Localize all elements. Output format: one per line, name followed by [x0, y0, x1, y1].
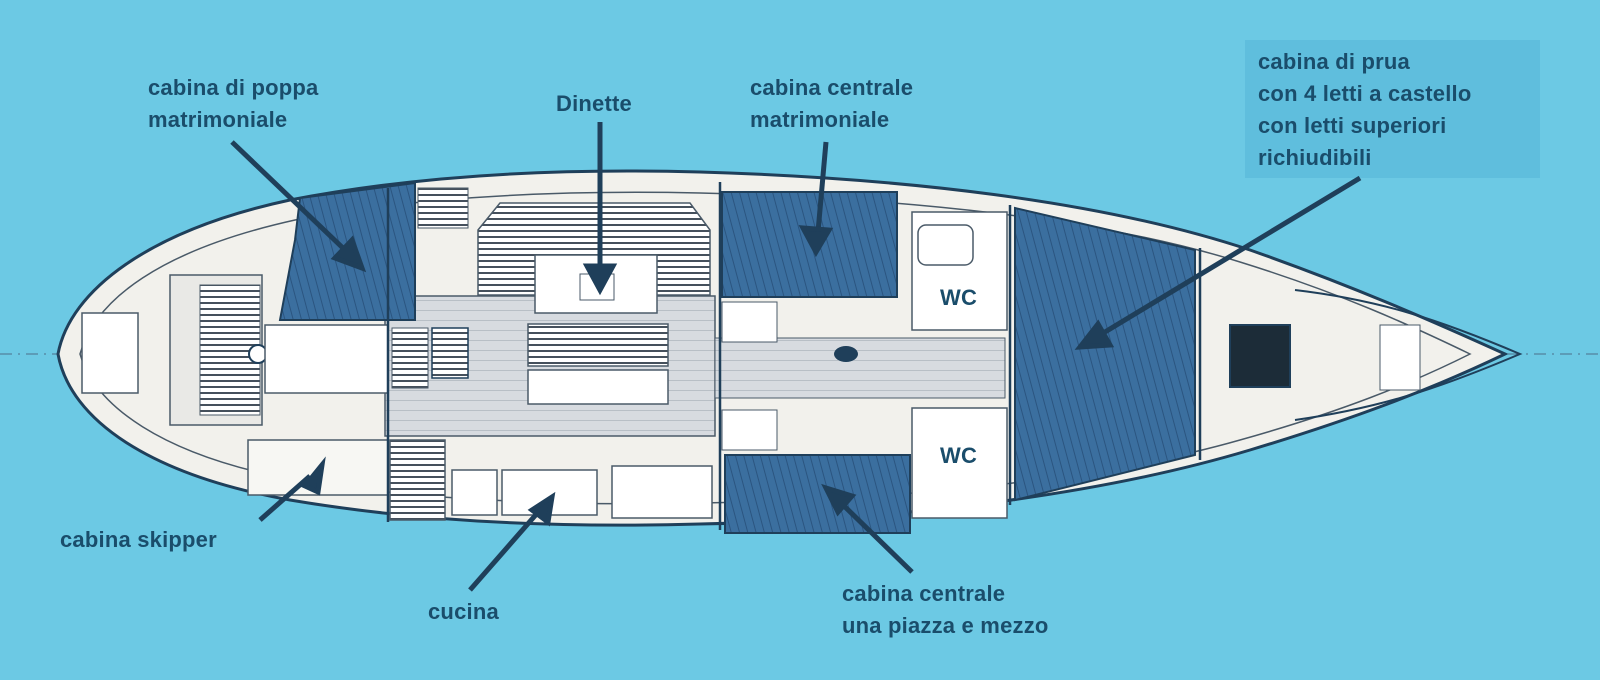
stern-hatch — [81, 312, 139, 394]
arrow-stern-cabin-head — [330, 235, 367, 273]
label-dinette-text: Dinette — [556, 91, 632, 116]
wc-top-basin — [917, 224, 974, 266]
arrow-central-single — [838, 500, 914, 574]
bow-cabin-bunks — [1014, 206, 1196, 502]
central-cabin-top-locker — [721, 301, 778, 343]
arrow-dinette-head — [582, 263, 618, 296]
arrow-central-double — [815, 141, 829, 233]
bow-label-background — [1245, 40, 1540, 178]
label-bow-cabin: cabina di prua con 4 letti a castello co… — [1258, 46, 1471, 174]
label-dinette: Dinette — [556, 88, 632, 120]
galley-stove — [451, 469, 498, 516]
label-wc-top-text: WC — [940, 285, 978, 310]
label-central-cabin-double-line-1: cabina centrale — [750, 75, 914, 100]
label-stern-cabin-line-1: cabina di poppa — [148, 75, 319, 100]
arrow-central-single-head — [821, 483, 857, 517]
label-bow-cabin-line-1: cabina di prua — [1258, 49, 1410, 74]
galley-storage — [611, 465, 713, 519]
label-central-cabin-double: cabina centrale matrimoniale — [750, 72, 913, 136]
arrow-skipper-head — [301, 456, 326, 496]
arrow-galley — [468, 508, 542, 592]
arrow-skipper — [258, 474, 312, 522]
bow-pulpit — [1294, 289, 1523, 421]
label-bow-cabin-line-4: richiudibili — [1258, 145, 1372, 170]
label-central-cabin-single-line-1: cabina centrale — [842, 581, 1006, 606]
anchor-locker — [1379, 324, 1421, 391]
saloon-bench — [527, 323, 669, 367]
nav-shelf — [391, 327, 429, 389]
label-wc-bottom-text: WC — [940, 443, 978, 468]
aft-quarter — [264, 324, 389, 394]
label-central-cabin-single-line-2: una piazza e mezzo — [842, 613, 1049, 638]
label-skipper-cabin-text: cabina skipper — [60, 527, 217, 552]
label-galley-text: cucina — [428, 599, 499, 624]
arrow-bow-cabin-head — [1074, 319, 1115, 350]
label-central-cabin-single: cabina centrale una piazza e mezzo — [842, 578, 1049, 642]
stern-cabin-locker — [417, 187, 469, 229]
pointer-arrows — [230, 122, 1362, 592]
arrow-bow-cabin — [1098, 175, 1362, 338]
arrow-stern-cabin — [230, 140, 347, 252]
label-wc-top: WC — [940, 282, 977, 314]
mast — [834, 346, 858, 362]
saloon-seat — [527, 369, 669, 405]
label-bow-cabin-line-2: con 4 letti a castello — [1258, 81, 1472, 106]
label-galley: cucina — [428, 596, 499, 628]
central-cabin-bottom-locker — [721, 409, 778, 451]
companionway — [431, 327, 469, 379]
wc-bottom-room — [911, 407, 1008, 519]
galley-counter — [389, 439, 446, 521]
label-bow-cabin-line-3: con letti superiori — [1258, 113, 1447, 138]
corridor-floor — [714, 337, 1006, 399]
label-stern-cabin-line-2: matrimoniale — [148, 107, 288, 132]
arrow-central-double-head — [798, 225, 834, 258]
central-cabin-bottom-berth — [724, 454, 911, 534]
arrow-galley-head — [527, 491, 556, 527]
label-central-cabin-double-line-2: matrimoniale — [750, 107, 890, 132]
label-skipper-cabin: cabina skipper — [60, 524, 217, 556]
label-stern-cabin: cabina di poppa matrimoniale — [148, 72, 318, 136]
forepeak-hatch — [1229, 324, 1291, 388]
label-wc-bottom: WC — [940, 440, 977, 472]
